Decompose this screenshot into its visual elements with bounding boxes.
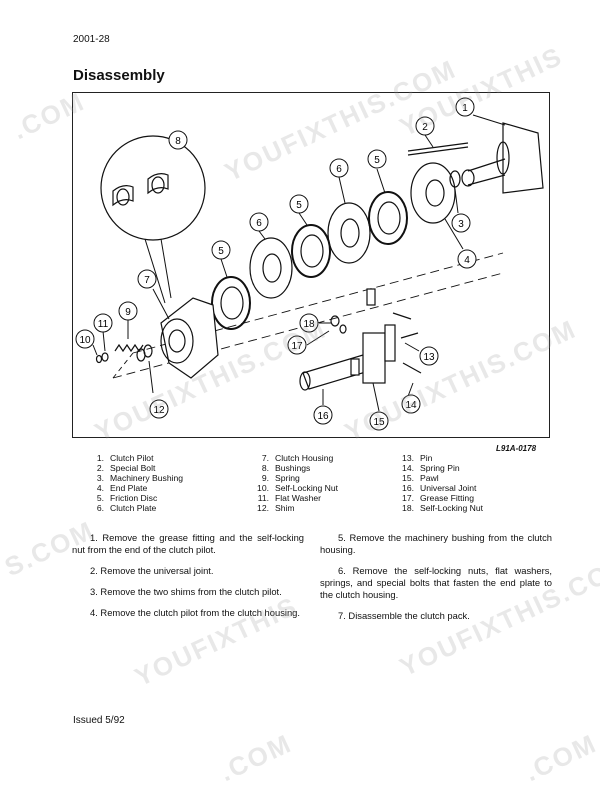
legend-column-1: 1.Clutch Pilot 2.Special Bolt 3.Machiner… — [80, 453, 183, 513]
legend-item: 13.Pin — [402, 453, 433, 463]
callout-2: 2 — [422, 122, 428, 133]
callout-4: 4 — [464, 255, 470, 266]
legend-item: 14.Spring Pin — [402, 463, 460, 473]
callout-15: 15 — [373, 417, 385, 428]
callout-3: 3 — [458, 219, 464, 230]
legend-item: 11.Flat Washer — [257, 493, 322, 503]
callout-9: 9 — [125, 307, 131, 318]
step-3: 3. Remove the two shims from the clutch … — [90, 586, 282, 597]
legend-column-2: 7.Clutch Housing 8.Bushings 9.Spring 10.… — [245, 453, 338, 513]
callout-10: 10 — [79, 335, 91, 346]
legend-item: 17.Grease Fitting — [402, 493, 474, 503]
step-2: 2. Remove the universal joint. — [90, 565, 214, 576]
callout-7: 7 — [144, 275, 150, 286]
legend-item: 16.Universal Joint — [402, 483, 477, 493]
callout-18: 18 — [303, 319, 315, 330]
issue-date: Issued 5/92 — [73, 715, 125, 726]
legend-item: 7.Clutch Housing — [261, 453, 334, 463]
callout-11: 11 — [98, 319, 109, 330]
legend-item: 9.Spring — [261, 473, 300, 483]
step-7: 7. Disassemble the clutch pack. — [338, 610, 470, 621]
step-1: 1. Remove the grease fitting and the sel… — [72, 532, 304, 555]
callout-5a: 5 — [374, 155, 380, 166]
legend-item: 6.Clutch Plate — [96, 503, 157, 513]
legend-item: 3.Machinery Bushing — [96, 473, 184, 483]
callout-12: 12 — [153, 405, 165, 416]
callout-16: 16 — [317, 411, 329, 422]
callout-5c: 5 — [218, 246, 224, 257]
step-4: 4. Remove the clutch pilot from the clut… — [90, 607, 301, 618]
procedure-steps-left: 1. Remove the grease fitting and the sel… — [72, 532, 304, 628]
legend-item: 10.Self-Locking Nut — [257, 483, 339, 493]
callout-1: 1 — [462, 103, 468, 114]
callout-13: 13 — [423, 352, 435, 363]
legend-item: 15.Pawl — [402, 473, 439, 483]
legend-item: 4.End Plate — [96, 483, 148, 493]
legend-item: 5.Friction Disc — [96, 493, 158, 503]
figure-code: L91A-0178 — [496, 444, 537, 453]
page-number: 2001-28 — [73, 34, 110, 45]
step-6: 6. Remove the self-locking nuts, flat wa… — [320, 565, 552, 600]
callout-6a: 6 — [336, 164, 342, 175]
step-5: 5. Remove the machinery bushing from the… — [320, 532, 552, 555]
legend-item: 18.Self-Locking Nut — [402, 503, 484, 513]
callout-17: 17 — [291, 341, 303, 352]
legend-item: 12.Shim — [257, 503, 295, 513]
callout-6b: 6 — [256, 218, 262, 229]
exploded-view-figure: 1 2 3 4 5 5 5 6 6 7 8 9 10 11 12 13 14 1… — [72, 92, 550, 438]
callout-8: 8 — [175, 136, 181, 147]
callout-14: 14 — [405, 400, 417, 411]
legend-item: 1.Clutch Pilot — [96, 453, 154, 463]
legend-column-3: 13.Pin 14.Spring Pin 15.Pawl 16.Universa… — [390, 453, 483, 513]
bushing-detail-circle — [100, 135, 206, 241]
callout-5b: 5 — [296, 200, 302, 211]
watermark: .COM — [215, 727, 297, 788]
legend-item: 2.Special Bolt — [96, 463, 156, 473]
section-title: Disassembly — [73, 67, 165, 84]
exploded-diagram: 1 2 3 4 5 5 5 6 6 7 8 9 10 11 12 13 14 1… — [75, 97, 544, 431]
procedure-steps-right: 5. Remove the machinery bushing from the… — [320, 532, 552, 631]
legend-item: 8.Bushings — [261, 463, 311, 473]
watermark: .COM — [520, 727, 600, 788]
